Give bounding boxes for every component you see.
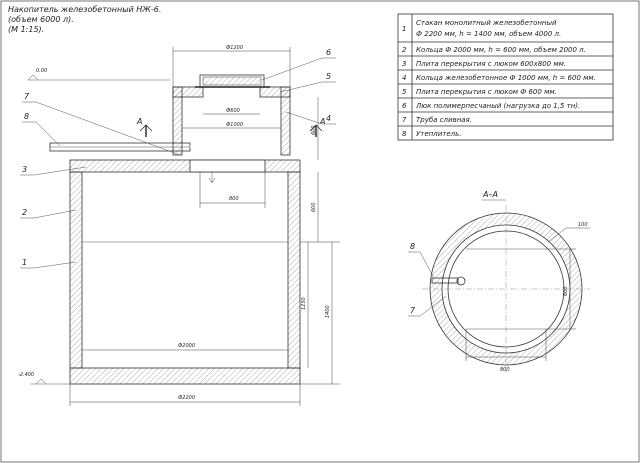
legend-text-8: Утеплитель. bbox=[416, 130, 461, 138]
title-line-3: (М 1:15). bbox=[8, 25, 44, 34]
level-0-00: 0.00 bbox=[36, 68, 47, 74]
legend-num-8: 8 bbox=[402, 130, 407, 138]
dim-h1400: 1400 bbox=[325, 305, 331, 318]
top-slab-right bbox=[259, 86, 291, 98]
dim-d1000: Ф1000 bbox=[226, 122, 243, 128]
dim-w800: 800 bbox=[229, 196, 239, 202]
tank-wall-right bbox=[287, 171, 301, 369]
callout-4: 4 bbox=[326, 114, 331, 123]
legend-text-7: Труба сливная. bbox=[416, 116, 472, 124]
section-callout-7: 7 bbox=[410, 306, 416, 315]
level-2-400: -2.400 bbox=[18, 372, 34, 378]
section-mark-a-right: A bbox=[319, 117, 325, 126]
legend-table: 1 Стакан монолитный железобетонный Ф 220… bbox=[397, 13, 614, 141]
legend-num-3: 3 bbox=[402, 60, 406, 68]
legend-text-1b: Ф 2200 мм, h = 1400 мм, объем 4000 л. bbox=[416, 30, 561, 38]
legend-num-2: 2 bbox=[402, 46, 407, 54]
elevation-view: 0.00 A A bbox=[18, 45, 340, 406]
callout-8: 8 bbox=[24, 112, 29, 121]
top-slab-left bbox=[172, 86, 204, 98]
section-dim-600: 600 bbox=[563, 286, 569, 296]
legend-text-1a: Стакан монолитный железобетонный bbox=[416, 19, 557, 27]
section-callout-8: 8 bbox=[410, 242, 415, 251]
dim-d1200: Ф1200 bbox=[226, 45, 243, 51]
section-mark-a-left: A bbox=[136, 117, 142, 126]
legend-num-5: 5 bbox=[402, 88, 407, 96]
dim-d600: Ф600 bbox=[226, 108, 240, 114]
title-line-2: (объем 6000 л). bbox=[8, 15, 74, 24]
legend-num-6: 6 bbox=[402, 102, 407, 110]
legend-num-7: 7 bbox=[402, 116, 407, 124]
dim-d2000: Ф2000 bbox=[178, 343, 195, 349]
cover-slab bbox=[69, 159, 301, 173]
section-title: A–A bbox=[482, 190, 498, 199]
dim-h600-ring: 600 bbox=[311, 202, 317, 212]
dim-h1250: 1250 bbox=[301, 297, 307, 310]
title-line-1: Накопитель железобетонный НЖ-6. bbox=[8, 5, 161, 14]
section-a-a: A–A 8 7 100 600 800 bbox=[408, 190, 590, 373]
callout-1: 1 bbox=[22, 258, 27, 267]
legend-text-3: Плита перекрытия с люком 600х800 мм. bbox=[416, 60, 566, 68]
callout-2: 2 bbox=[22, 208, 27, 217]
legend-num-4: 4 bbox=[402, 74, 406, 82]
legend-text-5: Плита перекрытия с люком Ф 600 мм. bbox=[416, 88, 557, 96]
legend-text-6: Люк полимерпесчаный (нагрузка до 1,5 тн)… bbox=[415, 102, 580, 110]
tank-wall-left bbox=[69, 171, 83, 369]
tank-bottom bbox=[69, 367, 301, 385]
drawing-title: Накопитель железобетонный НЖ-6. (объем 6… bbox=[8, 5, 161, 34]
callout-7: 7 bbox=[24, 92, 30, 101]
section-dim-800: 800 bbox=[500, 367, 510, 373]
dim-d2200: Ф2200 bbox=[178, 395, 195, 401]
legend-num-1: 1 bbox=[402, 25, 406, 33]
callout-6: 6 bbox=[326, 48, 331, 57]
dim-h600-top: 600 bbox=[311, 125, 317, 135]
section-dim-100: 100 bbox=[578, 222, 588, 228]
callout-3: 3 bbox=[22, 165, 27, 174]
legend-text-4: Кольца железобетонное Ф 1000 мм, h = 600… bbox=[416, 74, 596, 82]
callout-5: 5 bbox=[326, 72, 331, 81]
legend-text-2: Кольца Ф 2000 мм, h = 600 мм, объем 2000… bbox=[416, 46, 586, 54]
